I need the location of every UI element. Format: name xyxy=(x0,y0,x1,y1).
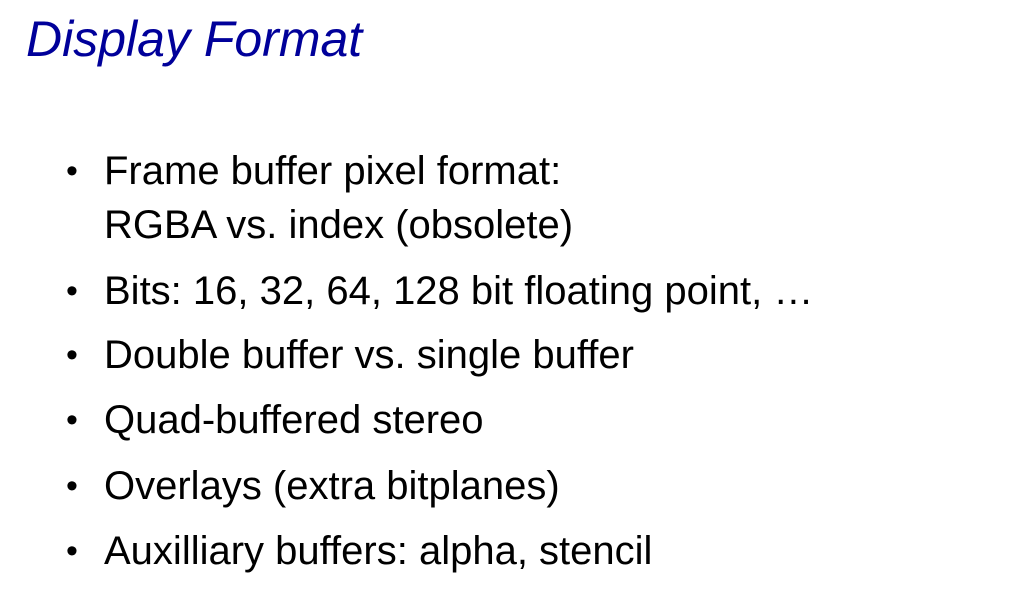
bullet-item: • Frame buffer pixel format: RGBA vs. in… xyxy=(66,144,966,252)
slide-title: Display Format xyxy=(26,11,363,67)
bullet-item: • Overlays (extra bitplanes) xyxy=(66,459,966,513)
bullet-dot-icon: • xyxy=(66,152,78,190)
bullet-text: Bits: 16, 32, 64, 128 bit floating point… xyxy=(104,264,966,318)
bullet-dot-icon: • xyxy=(66,467,78,505)
bullet-dot-icon: • xyxy=(66,532,78,570)
bullet-text: Double buffer vs. single buffer xyxy=(104,328,966,382)
bullet-item: • Auxilliary buffers: alpha, stencil xyxy=(66,524,966,578)
bullet-line: Auxilliary buffers: alpha, stencil xyxy=(104,529,653,573)
bullet-line: Overlays (extra bitplanes) xyxy=(104,464,560,508)
bullet-line: Double buffer vs. single buffer xyxy=(104,333,634,377)
bullet-line: Quad-buffered stereo xyxy=(104,398,484,442)
bullet-line: Frame buffer pixel format: xyxy=(104,149,562,193)
bullet-dot-icon: • xyxy=(66,272,78,310)
bullet-item: • Quad-buffered stereo xyxy=(66,393,966,447)
bullet-dot-icon: • xyxy=(66,401,78,439)
bullet-line: Bits: 16, 32, 64, 128 bit floating point… xyxy=(104,269,814,313)
bullet-text: Frame buffer pixel format: RGBA vs. inde… xyxy=(104,144,966,252)
bullet-line: RGBA vs. index (obsolete) xyxy=(104,203,574,247)
bullet-item: • Double buffer vs. single buffer xyxy=(66,328,966,382)
bullet-item: • Bits: 16, 32, 64, 128 bit floating poi… xyxy=(66,264,966,318)
bullet-text: Overlays (extra bitplanes) xyxy=(104,459,966,513)
bullet-text: Auxilliary buffers: alpha, stencil xyxy=(104,524,966,578)
bullet-text: Quad-buffered stereo xyxy=(104,393,966,447)
bullet-dot-icon: • xyxy=(66,336,78,374)
